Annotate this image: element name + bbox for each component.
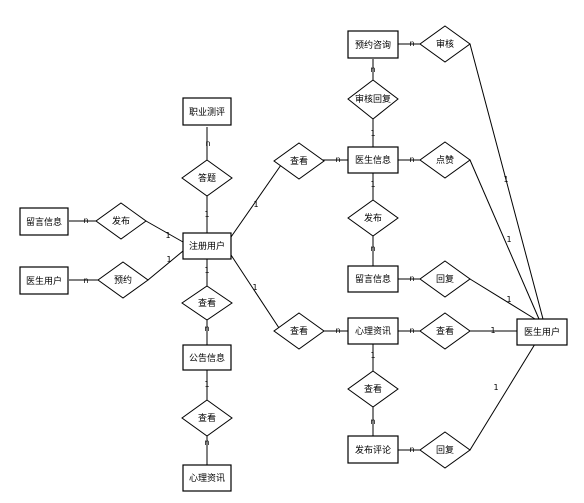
svg-text:查看: 查看 bbox=[290, 155, 308, 167]
svg-text:查看: 查看 bbox=[436, 325, 454, 337]
card-yuyue-1: 1 bbox=[166, 255, 171, 264]
entity-yisheng-right: 医生用户 bbox=[516, 318, 568, 346]
card-yisheng-xinxi-1-up: 1 bbox=[370, 129, 375, 138]
card-zhuce-1-top: 1 bbox=[204, 210, 209, 219]
svg-text:医生用户: 医生用户 bbox=[524, 326, 560, 338]
svg-text:查看: 查看 bbox=[364, 383, 382, 395]
card-zhuce-1-bottom: 1 bbox=[204, 266, 209, 275]
edge-dianzan-yisheng bbox=[469, 159, 540, 320]
svg-text:查看: 查看 bbox=[290, 325, 308, 337]
svg-text:点赞: 点赞 bbox=[436, 154, 454, 166]
relation-chakan-mid: 查看 bbox=[347, 370, 399, 408]
entity-liuyan-left: 留言信息 bbox=[19, 207, 69, 236]
card-chakan-yisheng-n: n bbox=[335, 155, 340, 164]
card-gonggao-1: 1 bbox=[204, 380, 209, 389]
svg-text:留言信息: 留言信息 bbox=[355, 273, 391, 285]
svg-text:预约咨询: 预约咨询 bbox=[355, 39, 391, 51]
svg-text:回复: 回复 bbox=[436, 444, 454, 456]
relation-shenhe-huifu: 审核回复 bbox=[347, 79, 399, 120]
card-zhuce-yisheng-1: 1 bbox=[253, 200, 258, 209]
svg-text:留言信息: 留言信息 bbox=[26, 216, 62, 228]
relation-dati: 答题 bbox=[181, 159, 233, 197]
card-liuyan-right-n-up: n bbox=[370, 244, 375, 253]
card-huifu-pinglun-yisheng-1: 1 bbox=[493, 383, 498, 392]
entity-liuyan-right: 留言信息 bbox=[347, 265, 399, 293]
svg-text:职业测评: 职业测评 bbox=[189, 107, 225, 118]
svg-text:心理资讯: 心理资讯 bbox=[355, 326, 391, 337]
edge-shenhe-yisheng bbox=[469, 43, 544, 320]
card-fabu-pinglun-n-up: n bbox=[370, 417, 375, 426]
card-fabu-pinglun-n-right: n bbox=[409, 445, 414, 454]
relation-shenhe: 审核 bbox=[419, 25, 471, 63]
edge-yuyue-zhuce bbox=[147, 250, 184, 281]
entity-zhiye-ceping: 职业测评 bbox=[182, 97, 232, 126]
relation-yuyue: 预约 bbox=[97, 261, 149, 299]
relation-chakan-xinli-left: 查看 bbox=[181, 399, 233, 437]
card-chakan-zixun-n: n bbox=[335, 326, 340, 335]
relation-chakan-yisheng: 查看 bbox=[273, 142, 325, 180]
relation-chakan-zixun: 查看 bbox=[273, 312, 325, 350]
entity-xinli-left: 心理资讯 bbox=[182, 464, 232, 492]
card-xinli-left-n: n bbox=[204, 438, 209, 447]
card-yuyue-zixun-n-right: n bbox=[409, 39, 414, 48]
entity-xinli-mid: 心理资讯 bbox=[347, 317, 399, 345]
card-liuyan-right-n-right: n bbox=[409, 274, 414, 283]
card-shenhe-yisheng-1: 1 bbox=[503, 175, 508, 184]
svg-text:回复: 回复 bbox=[436, 273, 454, 285]
svg-text:发布: 发布 bbox=[112, 215, 130, 227]
svg-text:审核回复: 审核回复 bbox=[355, 93, 391, 105]
relation-huifu-liuyan: 回复 bbox=[419, 260, 471, 298]
edge-zhuce-chakan-yisheng bbox=[230, 164, 282, 238]
svg-text:医生信息: 医生信息 bbox=[355, 154, 391, 166]
entity-yisheng-left: 医生用户 bbox=[19, 266, 69, 295]
card-yisheng-xinxi-1-down: 1 bbox=[370, 180, 375, 189]
card-chakan-right-yisheng-1: 1 bbox=[490, 326, 495, 335]
card-liuyan-left-n: n bbox=[83, 216, 88, 225]
svg-text:医生用户: 医生用户 bbox=[26, 275, 62, 287]
card-yuyue-zixun-n-down: n bbox=[370, 65, 375, 74]
relation-huifu-pinglun: 回复 bbox=[419, 431, 471, 469]
card-xinli-mid-n-right: n bbox=[409, 326, 414, 335]
relation-fabu-left: 发布 bbox=[95, 202, 147, 240]
svg-text:发布: 发布 bbox=[364, 212, 382, 224]
svg-text:查看: 查看 bbox=[198, 412, 216, 424]
edge-huifu-liuyan-yisheng bbox=[469, 278, 536, 320]
entity-zhuce-yonghu: 注册用户 bbox=[182, 232, 232, 260]
relation-chakan-right: 查看 bbox=[419, 312, 471, 350]
entity-fabu-pinglun: 发布评论 bbox=[347, 435, 399, 464]
card-zhiye-n: n bbox=[205, 139, 210, 148]
svg-text:心理资讯: 心理资讯 bbox=[189, 473, 225, 484]
relation-chakan-gonggao: 查看 bbox=[181, 285, 233, 321]
entity-yisheng-xinxi: 医生信息 bbox=[347, 146, 399, 174]
cardinality-labels: n 1 n 1 n 1 1 n 1 n 1 n 1 n n n 1 n 1 n … bbox=[83, 39, 511, 454]
svg-text:审核: 审核 bbox=[436, 38, 454, 50]
svg-text:预约: 预约 bbox=[114, 274, 132, 286]
card-zhuce-zixun-1: 1 bbox=[252, 283, 257, 292]
card-dianzan-yisheng-1: 1 bbox=[506, 235, 511, 244]
card-gonggao-n: n bbox=[204, 324, 209, 333]
edge-zhuce-chakan-zixun bbox=[230, 254, 282, 332]
svg-text:答题: 答题 bbox=[198, 172, 216, 184]
edges bbox=[69, 43, 544, 465]
relation-dianzan: 点赞 bbox=[419, 141, 471, 179]
edge-huifu-pinglun-yisheng bbox=[469, 343, 536, 451]
card-fabu-left-1: 1 bbox=[165, 231, 170, 240]
entity-yuyue-zixun: 预约咨询 bbox=[347, 30, 399, 59]
card-yisheng-left-n: n bbox=[83, 276, 88, 285]
card-yisheng-xinxi-n-right: n bbox=[409, 155, 414, 164]
svg-text:注册用户: 注册用户 bbox=[189, 240, 225, 252]
svg-text:公告信息: 公告信息 bbox=[189, 352, 225, 364]
entity-gonggao: 公告信息 bbox=[182, 344, 232, 371]
edge-fabu-zhuce bbox=[145, 220, 184, 243]
svg-text:发布评论: 发布评论 bbox=[355, 444, 391, 456]
card-xinli-mid-1-down: 1 bbox=[370, 351, 375, 360]
card-huifu-liuyan-yisheng-1: 1 bbox=[506, 295, 511, 304]
svg-text:查看: 查看 bbox=[198, 297, 216, 309]
relation-fabu-right: 发布 bbox=[347, 199, 399, 237]
